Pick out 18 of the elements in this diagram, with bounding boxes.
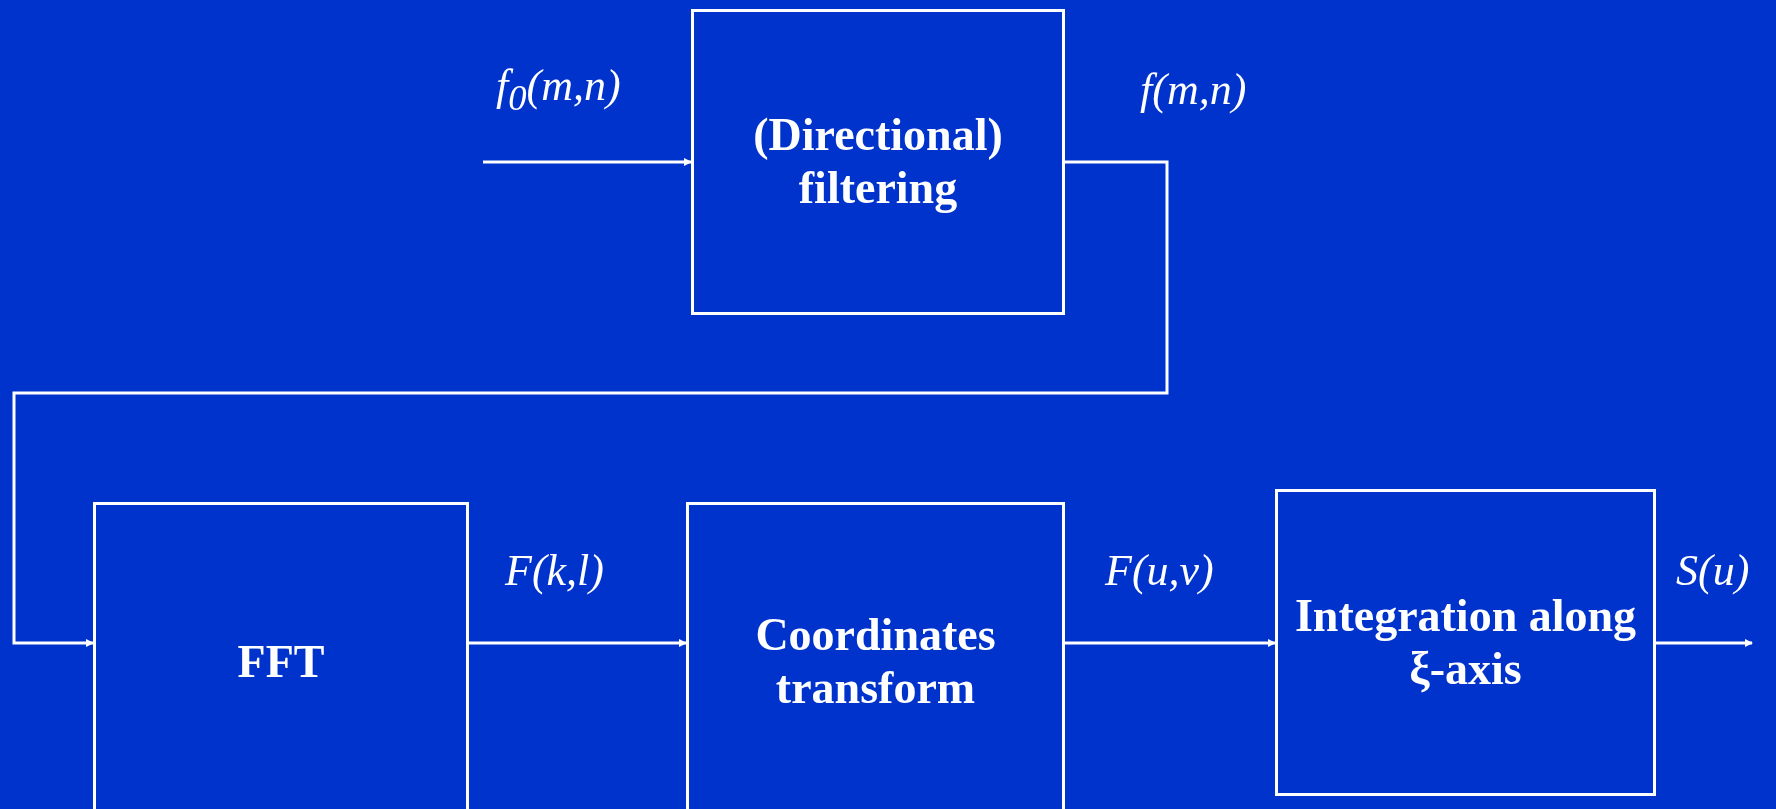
box-label: Integration along ξ-axis: [1293, 589, 1638, 696]
edge-label: f(m,n): [1140, 68, 1247, 112]
process-box: [686, 502, 1065, 809]
process-box: [1275, 489, 1656, 796]
arrow: [12, 160, 1169, 647]
arrow: [1656, 639, 1753, 647]
edge-label: S(u): [1676, 549, 1750, 593]
box-label: Coordinates transform: [754, 609, 997, 715]
edge-label: F(u,v): [1105, 549, 1214, 593]
arrow: [483, 158, 692, 166]
arrow: [469, 639, 687, 647]
edge-label: f$_{0}$(m,n): [496, 64, 621, 117]
box-label: (Directional) filtering: [752, 109, 1004, 215]
box-label: FFT: [237, 635, 325, 689]
edge-label: F(k,l): [505, 549, 604, 593]
process-box: [93, 502, 469, 809]
arrow: [1065, 639, 1276, 647]
process-box: [691, 9, 1065, 315]
